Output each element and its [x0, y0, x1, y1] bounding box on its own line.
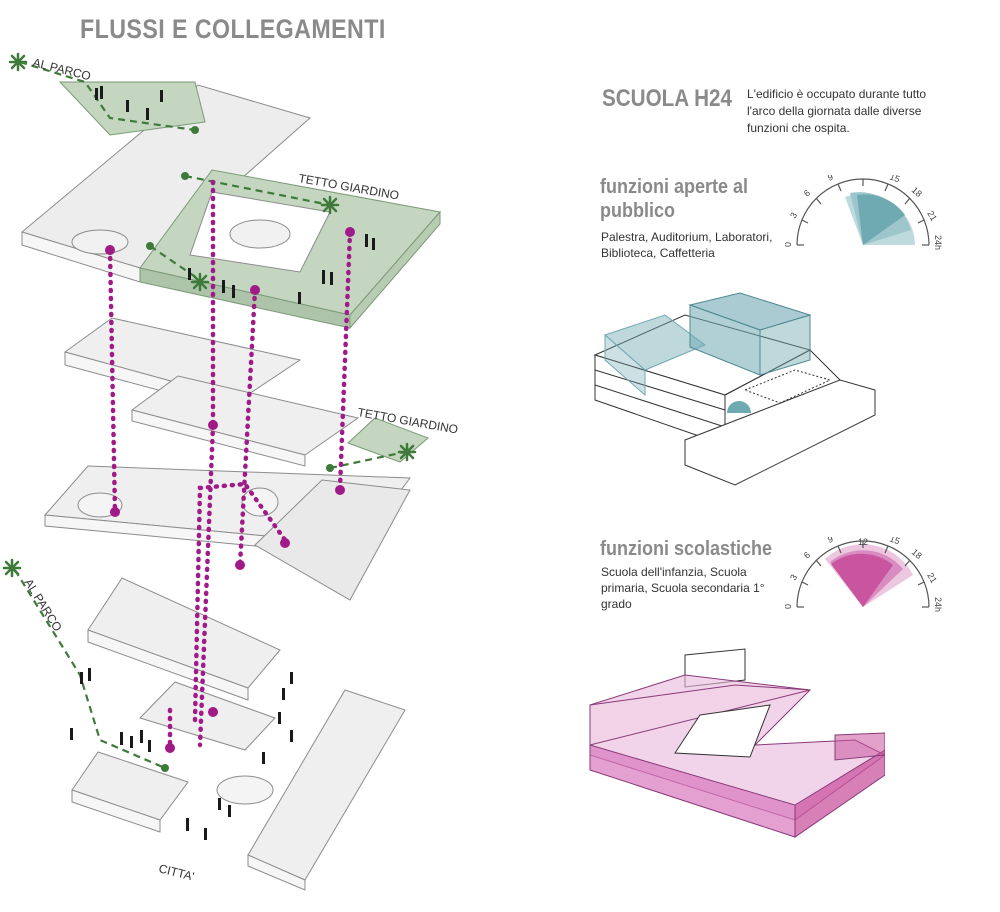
clock-tick-label: 6 [802, 550, 812, 561]
school-hours-clock: 0 3 6 9 12 15 18 21 24h [785, 537, 943, 612]
asterisk-icon [2, 52, 417, 578]
level-2-floor [43, 317, 429, 601]
al-parco-label-bottom: AL PARCO [21, 576, 64, 634]
magenta-connections [107, 179, 353, 751]
public-functions-building [593, 292, 876, 486]
clock-tick-label: 9 [826, 175, 834, 183]
people-figures [70, 86, 375, 840]
public-functions-description: Palestra, Auditorium, Laboratori, Biblio… [601, 230, 773, 260]
clock-tick-label: 6 [802, 188, 812, 199]
public-functions-heading: funzioni aperte al pubblico [600, 176, 749, 222]
clock-tick-label: 15 [888, 537, 901, 546]
roof-level [20, 81, 441, 330]
clock-tick-label: 0 [785, 242, 793, 247]
clock-tick-label: 12 [858, 175, 868, 177]
clock-tick-label: 18 [910, 547, 924, 561]
magenta-nodes [105, 227, 355, 753]
school-functions-heading: funzioni scolastiche [600, 538, 773, 560]
public-hours-clock: 0 3 6 9 12 15 18 21 24h [785, 175, 943, 250]
clock-tick-label: 15 [888, 175, 901, 184]
clock-tick-label: 12 [858, 537, 868, 547]
clock-tick-label: 3 [788, 211, 799, 220]
clock-tick-label: 18 [910, 185, 924, 199]
clock-tick-label: 9 [826, 537, 834, 545]
exploded-axonometric-diagram: AL PARCO TETTO GIARDINO TETTO GIARDINO A… [2, 52, 459, 891]
scuola-title: SCUOLA H24 [602, 85, 732, 112]
clock-tick-label: 3 [788, 573, 799, 582]
clock-tick-label: 21 [925, 571, 939, 585]
citta-label: CITTA' [157, 861, 195, 883]
school-functions-building [589, 648, 885, 838]
scuola-description: L'edificio è occupato durante tutto l'ar… [747, 87, 927, 135]
clock-tick-label: 24h [933, 597, 943, 612]
clock-tick-label: 24h [933, 235, 943, 250]
al-parco-label-top: AL PARCO [31, 55, 92, 83]
clock-tick-label: 21 [925, 209, 939, 223]
page-title: FLUSSI E COLLEGAMENTI [80, 14, 386, 44]
ground-level [71, 577, 406, 891]
clock-tick-label: 0 [785, 604, 793, 609]
green-nodes [146, 126, 334, 772]
school-functions-description: Scuola dell'infanzia, Scuola primaria, S… [601, 565, 765, 611]
